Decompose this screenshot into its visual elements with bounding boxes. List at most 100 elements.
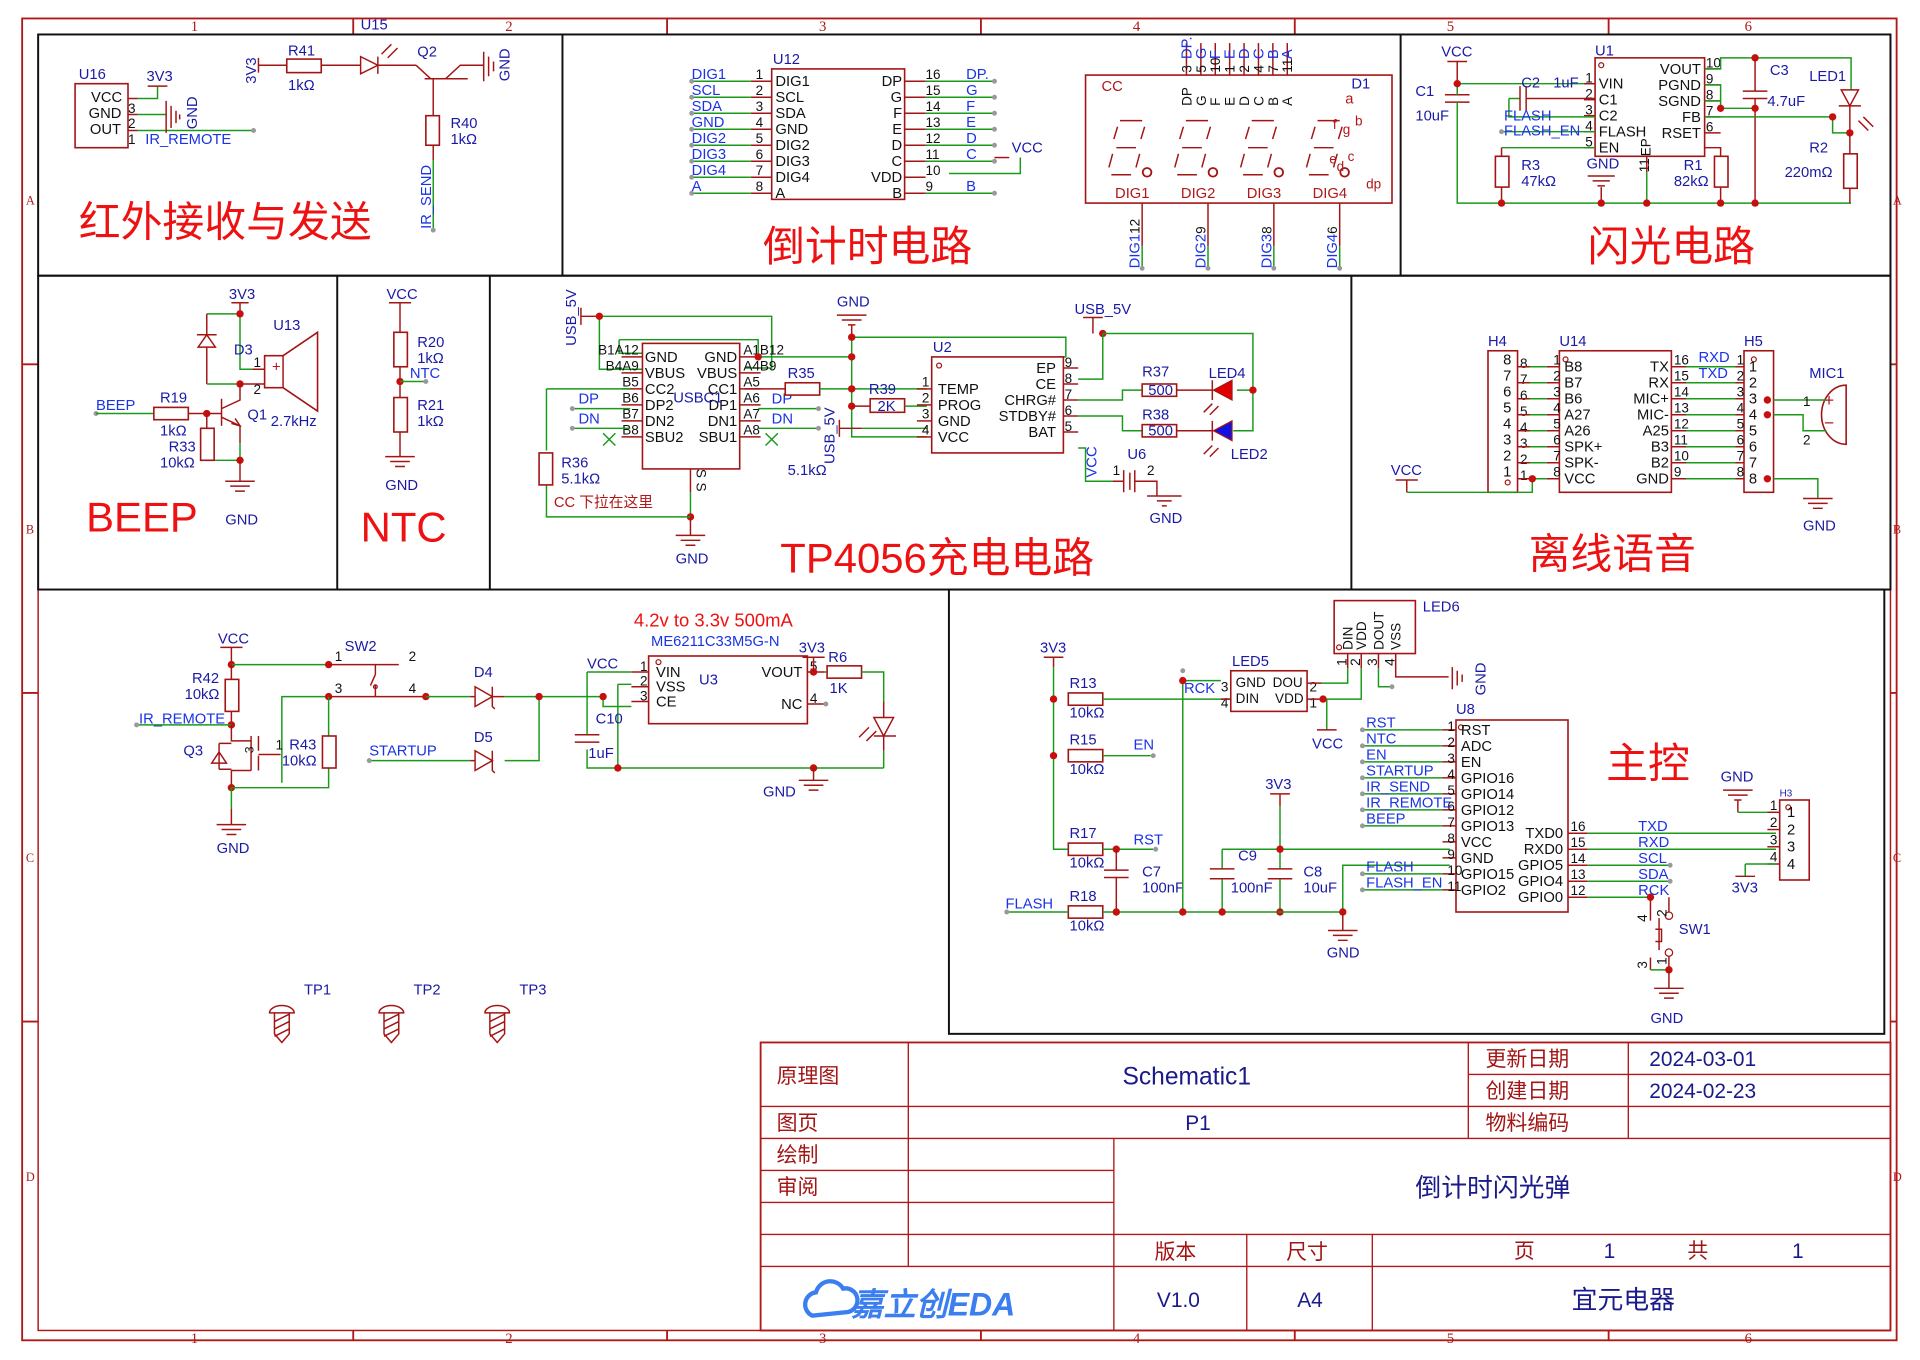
r39-value: 2K bbox=[878, 399, 896, 415]
r40-ref: R40 bbox=[450, 116, 477, 132]
pin-num: 3 bbox=[640, 688, 648, 703]
h5-pin-num: 2 bbox=[1737, 368, 1745, 383]
pin-num: 2 bbox=[922, 390, 930, 405]
pin-name: SPK- bbox=[1564, 456, 1599, 472]
pin-name: SDA bbox=[775, 106, 805, 122]
h3-pin-label: 2 bbox=[1787, 822, 1795, 838]
net-vcc: VCC bbox=[386, 287, 417, 303]
net-endpoint bbox=[689, 158, 695, 164]
section-title-flash: 闪光电路 bbox=[1588, 223, 1755, 270]
h3-ref: H3 bbox=[1780, 788, 1793, 799]
led5-pin: DOU bbox=[1273, 675, 1303, 690]
net-label: DIG3 bbox=[692, 147, 726, 163]
tb-created-date: 2024-02-23 bbox=[1649, 1080, 1756, 1103]
title-block: 原理图 Schematic1 更新日期 2024-03-01 创建日期 2024… bbox=[759, 1041, 1892, 1332]
net-label: BEEP bbox=[1366, 811, 1406, 827]
seg-g-label: g bbox=[1343, 122, 1351, 137]
pin-num: 12 bbox=[926, 131, 941, 146]
section-title-voice: 离线语音 bbox=[1529, 531, 1696, 578]
net-vcc: VCC bbox=[1085, 446, 1101, 477]
pin-name: SPK+ bbox=[1564, 440, 1602, 456]
pin-num: 2 bbox=[1348, 658, 1363, 666]
tb-label-version: 版本 bbox=[1154, 1241, 1196, 1264]
pin-num: 8 bbox=[1447, 831, 1455, 846]
h5-pin-num: 1 bbox=[1737, 352, 1745, 367]
tb-label-updated: 更新日期 bbox=[1486, 1048, 1570, 1071]
pin-name: C bbox=[891, 154, 902, 170]
net-endpoint bbox=[1360, 759, 1365, 765]
net-endpoint bbox=[1360, 823, 1365, 829]
pin-num: 10 bbox=[926, 163, 941, 178]
logo-text: 嘉立创EDA bbox=[852, 1287, 1016, 1323]
net-label: DIG1 bbox=[1128, 234, 1144, 268]
h4-pin-num: 7 bbox=[1520, 372, 1528, 387]
pin-num: 6 bbox=[1325, 226, 1340, 234]
h4-pin-label: 5 bbox=[1503, 400, 1511, 416]
pin-num: 14 bbox=[926, 99, 942, 114]
pin-num: 1 bbox=[1447, 719, 1455, 734]
led5-body bbox=[1229, 669, 1308, 713]
column-marker: 1 bbox=[191, 19, 198, 35]
r42-ref: R42 bbox=[192, 671, 219, 687]
pin-num: 5 bbox=[1585, 134, 1593, 149]
row-marker: A bbox=[1893, 193, 1902, 207]
pin-name: B6 bbox=[1564, 392, 1582, 408]
pin-num: 7 bbox=[1553, 448, 1561, 463]
h4-pin-label: 6 bbox=[1503, 384, 1511, 400]
pin-name: DIG2 bbox=[775, 138, 809, 154]
pin-name: EN bbox=[1599, 141, 1620, 157]
led4-ref: LED4 bbox=[1209, 366, 1246, 382]
seg-dp-label: dp bbox=[1366, 176, 1381, 191]
r43-ref: R43 bbox=[289, 738, 316, 754]
c10-value: 1uF bbox=[588, 746, 613, 762]
net-rxd: RXD bbox=[1698, 350, 1729, 366]
pin-num: 1 bbox=[276, 738, 284, 753]
led4-indicator bbox=[1212, 379, 1233, 402]
d1-body bbox=[1084, 74, 1393, 204]
pin-num: 4 bbox=[1770, 850, 1778, 865]
pin-num: 12 bbox=[1570, 883, 1585, 898]
net-label: F bbox=[966, 99, 975, 115]
section-title-ntc: NTC bbox=[361, 504, 447, 551]
pin-num: 9 bbox=[1674, 464, 1682, 479]
pin-name: GND bbox=[938, 414, 971, 430]
pin-num: 11 bbox=[1447, 879, 1461, 894]
r37-value: 500 bbox=[1148, 383, 1173, 399]
pin-num: 1 bbox=[254, 355, 262, 370]
u3-part: ME6211C33M5G-N bbox=[651, 634, 779, 650]
net-ir-remote: IR_REMOTE bbox=[145, 132, 231, 148]
pin-name: PGND bbox=[1658, 78, 1701, 94]
row-marker: C bbox=[1893, 851, 1901, 865]
seg-pin-name: B bbox=[1266, 97, 1281, 106]
resistor-value: 10kΩ bbox=[1070, 856, 1105, 872]
seg-d-label: d bbox=[1337, 159, 1345, 174]
pin-name: GND bbox=[775, 122, 808, 138]
tb-label-sheet: 页 bbox=[1514, 1240, 1535, 1263]
h4-pin-num: 1 bbox=[1520, 468, 1528, 483]
pin-name: EN bbox=[1461, 755, 1482, 771]
pin-name: RXD0 bbox=[1524, 842, 1563, 858]
u13-ref: U13 bbox=[273, 318, 300, 334]
h4-pin-label: 8 bbox=[1503, 352, 1511, 368]
u6-ref: U6 bbox=[1127, 447, 1146, 463]
row-marker: B bbox=[26, 523, 34, 537]
pin-name: DP bbox=[882, 74, 903, 90]
c9-ref: C9 bbox=[1238, 848, 1257, 864]
u12-ref: U12 bbox=[773, 52, 800, 68]
net-endpoint bbox=[689, 126, 695, 132]
net-endpoint bbox=[992, 142, 997, 148]
pin-label: A4B9 bbox=[743, 358, 776, 373]
seg-pin-name: G bbox=[1194, 95, 1209, 106]
h5-pin-label: 6 bbox=[1749, 440, 1757, 456]
gnd-label: GND bbox=[498, 48, 514, 81]
seg-pin-name: A bbox=[1280, 97, 1295, 106]
pin-name: BAT bbox=[1028, 425, 1056, 441]
pin-num: 4 bbox=[409, 681, 417, 696]
pin-label: B7 bbox=[622, 406, 639, 421]
r6-ref: R6 bbox=[828, 650, 847, 666]
pin-name: B bbox=[892, 186, 902, 202]
